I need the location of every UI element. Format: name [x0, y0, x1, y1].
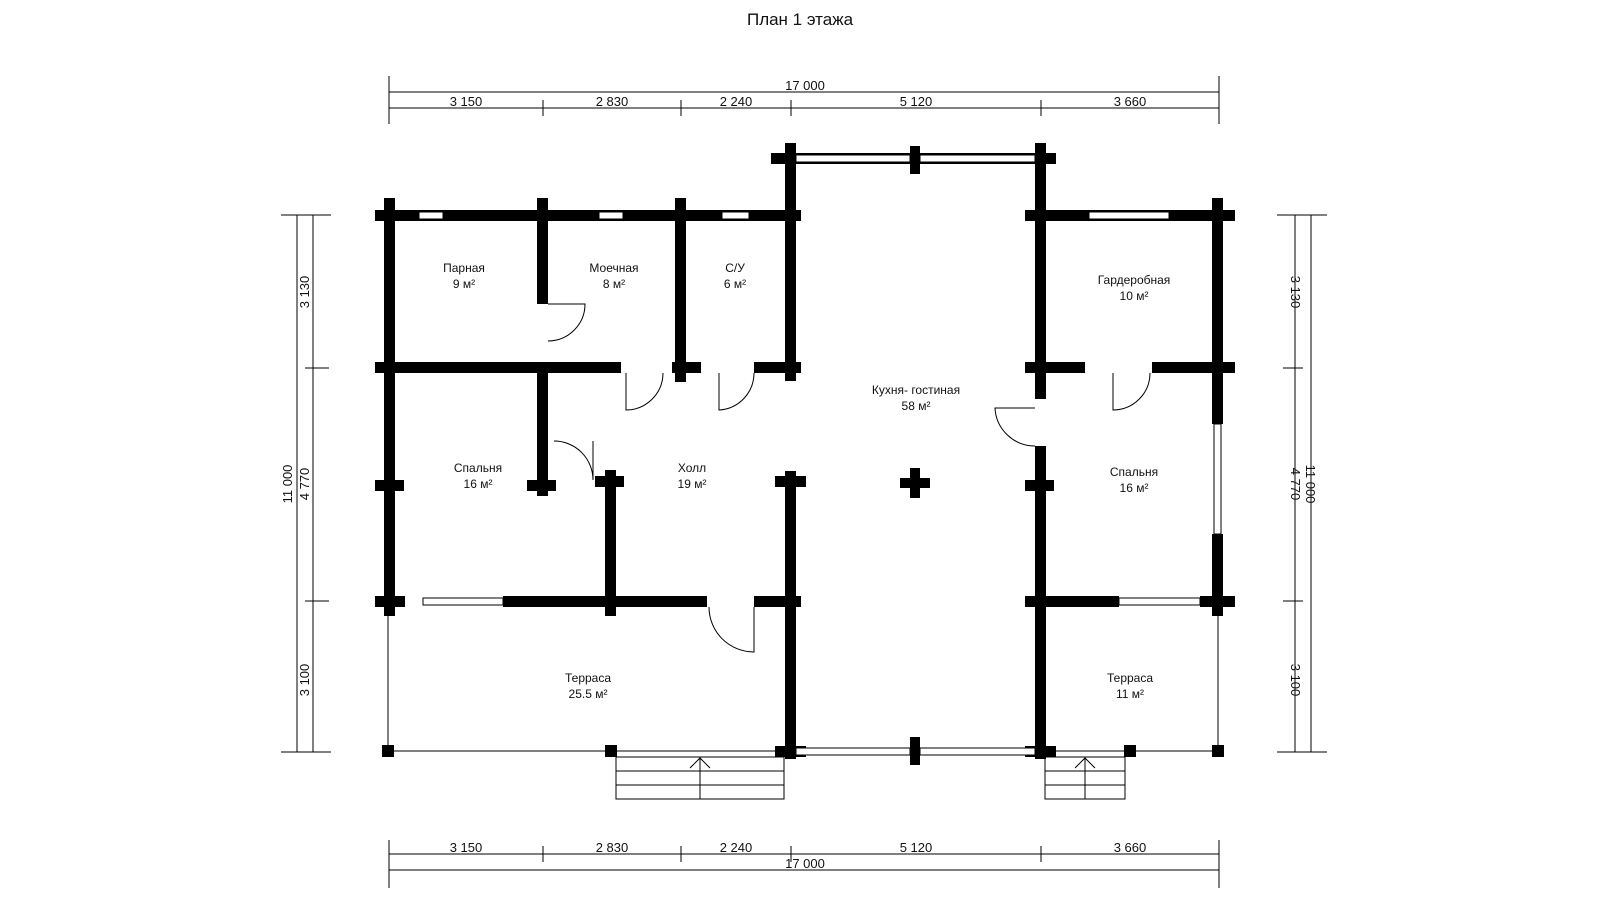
room-terrace-right: Терраса 11 м²: [1107, 671, 1153, 701]
plan-title: План 1 этажа: [746, 10, 854, 29]
doors: [547, 303, 1151, 653]
room-name: Терраса: [1107, 671, 1153, 685]
dim-right-seg-1: 3 130: [1288, 276, 1303, 309]
dim-right-seg-3: 3 100: [1288, 664, 1303, 697]
dim-top-seg-5: 3 660: [1114, 94, 1147, 109]
room-name: Спальня: [1110, 465, 1158, 479]
room-area: 19 м²: [678, 477, 707, 491]
dim-bottom-seg-3: 2 240: [720, 840, 753, 855]
room-area: 6 м²: [724, 277, 746, 291]
dim-left-total: 11 000: [280, 465, 295, 504]
dimension-lines: [281, 76, 1327, 888]
dim-top-seg-3: 2 240: [720, 94, 753, 109]
room-name: Кухня- гостиная: [872, 383, 960, 397]
dim-bottom-seg-5: 3 660: [1114, 840, 1147, 855]
room-name: Парная: [443, 261, 485, 275]
room-area: 58 м²: [902, 399, 931, 413]
dimension-labels: 17 000 3 150 2 830 2 240 5 120 3 660 3 1…: [280, 78, 1318, 871]
dim-bottom-seg-2: 2 830: [596, 840, 629, 855]
dim-left-seg-3: 3 100: [297, 664, 312, 697]
dim-right-seg-2: 4 770: [1288, 468, 1303, 501]
dim-top-seg-2: 2 830: [596, 94, 629, 109]
room-terrace-left: Терраса 25.5 м²: [565, 671, 611, 701]
room-bedroom-right: Спальня 16 м²: [1110, 465, 1158, 495]
room-area: 9 м²: [453, 277, 475, 291]
room-bedroom-left: Спальня 16 м²: [454, 461, 502, 491]
dim-left-seg-2: 4 770: [297, 468, 312, 501]
room-wardrobe: Гардеробная 10 м²: [1098, 273, 1171, 303]
dim-top-total: 17 000: [785, 78, 825, 93]
room-area: 25.5 м²: [569, 687, 608, 701]
dim-bottom-total: 17 000: [785, 856, 825, 871]
room-name: Спальня: [454, 461, 502, 475]
room-area: 16 м²: [1120, 481, 1149, 495]
terrace-outlines: [387, 607, 1219, 800]
dim-top-seg-1: 3 150: [450, 94, 483, 109]
room-area: 10 м²: [1120, 289, 1149, 303]
room-area: 11 м²: [1116, 687, 1144, 701]
room-kitchen-living: Кухня- гостиная 58 м²: [872, 383, 960, 413]
room-name: С/У: [725, 261, 745, 275]
room-labels: Парная 9 м² Моечная 8 м² С/У 6 м² Гардер…: [443, 261, 1170, 701]
dim-right-total: 11 000: [1303, 465, 1318, 504]
windows: [418, 154, 1222, 756]
room-area: 16 м²: [464, 477, 493, 491]
room-area: 8 м²: [603, 277, 625, 291]
room-bathroom: С/У 6 м²: [724, 261, 746, 291]
dim-bottom-seg-1: 3 150: [450, 840, 483, 855]
room-moechnaya: Моечная 8 м²: [589, 261, 638, 291]
dim-top-seg-4: 5 120: [900, 94, 933, 109]
dim-bottom-seg-4: 5 120: [900, 840, 933, 855]
room-name: Моечная: [589, 261, 638, 275]
room-parnaya: Парная 9 м²: [443, 261, 485, 291]
room-name: Холл: [678, 461, 706, 475]
room-hall: Холл 19 м²: [678, 461, 707, 491]
room-name: Терраса: [565, 671, 611, 685]
room-name: Гардеробная: [1098, 273, 1171, 287]
dim-left-seg-1: 3 130: [297, 276, 312, 309]
